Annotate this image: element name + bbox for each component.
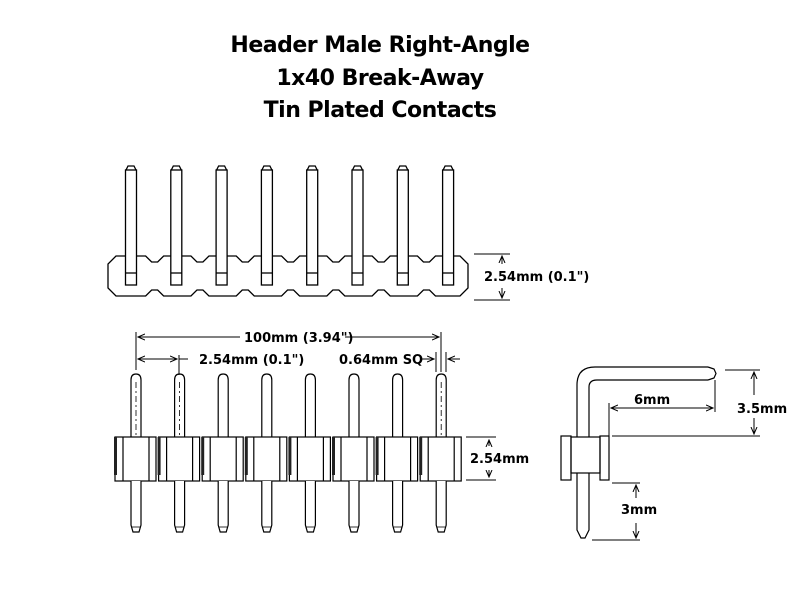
pin-tip xyxy=(306,165,318,171)
body-height-dimension xyxy=(466,436,496,481)
front-view-housing-segment xyxy=(201,436,244,482)
side-view-dimensions xyxy=(592,369,760,541)
overall-length-dimension xyxy=(135,332,442,372)
pin-tip xyxy=(261,165,273,171)
pin-tip xyxy=(442,165,454,171)
side-view-housing-body xyxy=(570,436,601,474)
front-view-pin xyxy=(114,373,157,533)
top-view-housing-outline xyxy=(107,255,469,297)
side-view-bent-pin xyxy=(576,366,708,437)
front-view-housing-segment xyxy=(419,436,462,482)
top-view-pin xyxy=(215,165,228,286)
title-line-2: 1x40 Break-Away xyxy=(276,66,484,91)
front-view-pin xyxy=(375,373,419,533)
pitch-label: 2.54mm (0.1") xyxy=(199,353,304,368)
title-line-1: Header Male Right-Angle xyxy=(230,33,530,58)
pitch-dimension xyxy=(138,355,188,375)
horizontal-pin-length-label: 6mm xyxy=(634,393,670,408)
top-view-pin xyxy=(170,165,183,286)
front-view-housing-segment xyxy=(244,436,288,482)
pin-tip xyxy=(170,165,182,171)
front-view-pin xyxy=(288,373,331,533)
top-view xyxy=(107,165,469,297)
top-view-pin xyxy=(396,165,409,286)
pin-size-dimension xyxy=(422,352,460,372)
bend-height-label: 3.5mm xyxy=(737,402,787,417)
front-view-housing-segment xyxy=(157,436,201,482)
pin-size-label: 0.64mm SQ xyxy=(339,353,423,368)
front-view-pin xyxy=(201,373,244,533)
title-line-3: Tin Plated Contacts xyxy=(263,98,497,123)
top-view-height-label: 2.54mm (0.1") xyxy=(484,270,589,285)
top-view-pin xyxy=(260,165,274,286)
top-view-pin xyxy=(351,165,364,286)
side-view-pin-tip xyxy=(707,366,717,381)
tail-length-label: 3mm xyxy=(621,503,657,518)
side-view-tail-pin xyxy=(576,473,590,539)
front-view-pin xyxy=(157,373,201,533)
front-view-housing-segment xyxy=(114,436,157,482)
front-view-pin xyxy=(244,373,288,533)
side-view xyxy=(560,366,717,539)
front-view xyxy=(114,373,462,533)
side-view-housing-left-flange xyxy=(560,435,572,481)
pin-tip xyxy=(125,165,137,171)
top-view-pin xyxy=(124,165,138,286)
front-view-pin xyxy=(332,373,375,533)
pin-tip xyxy=(216,165,228,171)
pin-tip xyxy=(351,165,364,171)
front-view-housing-segment xyxy=(332,436,375,482)
front-view-housing-segment xyxy=(288,436,331,482)
side-view-housing-right-flange xyxy=(599,435,610,481)
front-view-pin xyxy=(419,373,462,533)
body-height-label: 2.54mm xyxy=(470,452,529,467)
top-view-pin xyxy=(441,165,455,286)
top-view-pin xyxy=(306,165,319,286)
top-view-height-dimension xyxy=(474,253,510,301)
overall-length-label: 100mm (3.94") xyxy=(244,331,353,346)
pin-tip xyxy=(397,165,409,171)
front-view-housing-segment xyxy=(375,436,419,482)
